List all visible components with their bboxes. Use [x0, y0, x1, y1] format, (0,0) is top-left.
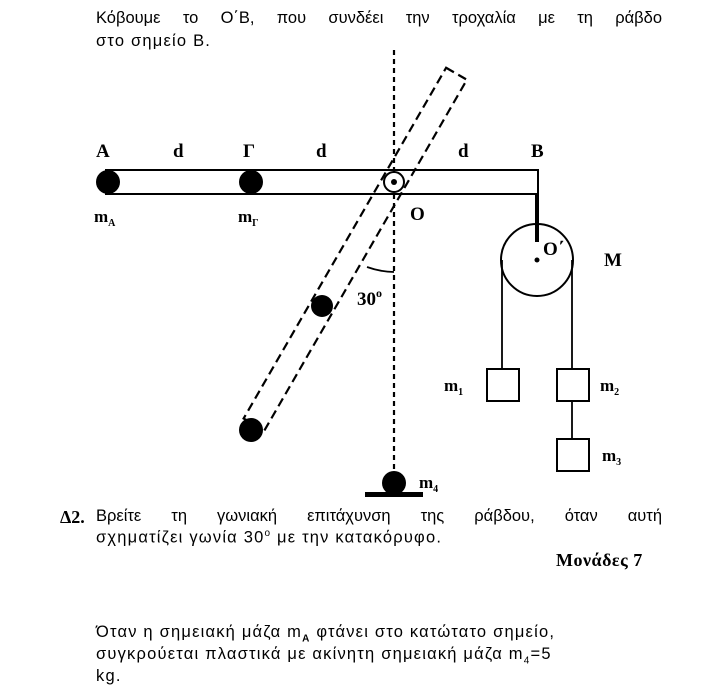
label-m3: m3	[602, 446, 621, 468]
question-number: Δ2.	[60, 507, 85, 527]
outro-line-2: συγκρούεται πλαστικά με ακίνητη σημειακή…	[96, 645, 552, 667]
mass-A-dot	[96, 170, 120, 194]
intro-line-2: στο σημείο Β.	[96, 32, 212, 50]
block-m1	[486, 368, 520, 402]
label-A: A	[96, 141, 110, 162]
label-mA: mA	[94, 207, 116, 229]
label-angle: 30o	[357, 286, 382, 310]
angle-arc	[366, 266, 395, 273]
label-d-3: d	[458, 141, 469, 162]
mass-tilted-A-dot	[239, 418, 263, 442]
label-G: Γ	[243, 141, 255, 162]
support-base	[365, 492, 423, 497]
label-mG: mΓ	[238, 207, 259, 229]
label-m2: m2	[600, 376, 619, 398]
mass-4-dot	[382, 471, 406, 495]
label-O-prime: O΄	[543, 239, 564, 260]
block-m3	[556, 438, 590, 472]
horizontal-rod	[105, 169, 539, 195]
label-m1: m1	[444, 376, 463, 398]
label-O: O	[410, 204, 425, 225]
outro-line-1: Όταν η σημειακή μάζα mA φτάνει στο κατώτ…	[96, 623, 556, 645]
mass-G-dot	[239, 170, 263, 194]
block-m2	[556, 368, 590, 402]
tilted-rod-dashed	[242, 66, 469, 432]
question-line-2: σχηματίζει γωνία 30o με την κατακόρυφο.	[96, 528, 443, 547]
mass-tilted-G-dot	[311, 295, 333, 317]
question-line-1: Βρείτε τη γωνιακή επιτάχυνση της ράβδου,…	[96, 507, 662, 525]
label-m4: m4	[419, 473, 438, 495]
pulley-M	[500, 223, 574, 297]
label-B: B	[531, 141, 544, 162]
label-M: M	[604, 250, 622, 271]
outro-line-3: kg.	[96, 667, 122, 685]
label-d-1: d	[173, 141, 184, 162]
physics-figure: A d Γ d d B O O΄ M 30o mA mΓ m1 m2 m3 m4	[94, 50, 622, 497]
intro-line-1: Κόβουμε το Ο΄Β, που συνδέει την τροχαλία…	[96, 9, 662, 27]
label-d-2: d	[316, 141, 327, 162]
question-marks: Μονάδες 7	[556, 550, 643, 570]
